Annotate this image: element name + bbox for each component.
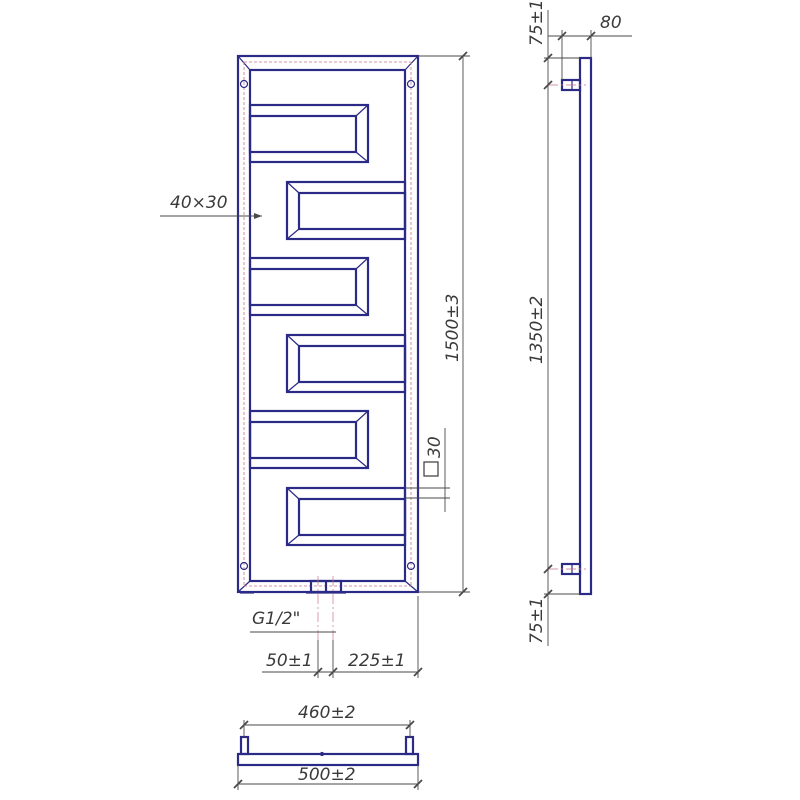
side-offset-top-label: 75±1 [527, 0, 547, 46]
right-box-2 [285, 333, 407, 394]
side-view [548, 56, 593, 596]
front-view [236, 54, 420, 640]
side-offset-bottom-label: 75±1 [527, 597, 547, 644]
inner-frame [248, 68, 407, 583]
side-panel [578, 56, 593, 596]
bottom-plate [236, 752, 420, 767]
profile-leader: 40×30 [160, 193, 262, 219]
total-height-dimension: 1500±3 [418, 51, 470, 597]
left-box-3 [248, 409, 370, 470]
outer-frame [236, 54, 420, 594]
bottom-connector [240, 576, 346, 640]
inlet-offset-label: 225±1 [348, 651, 406, 671]
side-depth-label: 80 [600, 13, 622, 33]
total-width-label: 500±2 [298, 765, 356, 785]
square-icon [423, 461, 439, 477]
square-profile-label: 30 [425, 436, 445, 458]
bottom-offset-dimensions: 50±1 225±1 [262, 596, 423, 678]
left-box-1 [248, 103, 370, 164]
right-box-3 [285, 486, 407, 547]
bottom-view [236, 720, 420, 790]
pipe-profile-label: 40×30 [170, 193, 228, 213]
inner-width-dimension: 460±2 [239, 703, 415, 730]
screw-icon [239, 79, 416, 571]
total-width-dimension: 500±2 [233, 765, 423, 789]
left-box-2 [248, 256, 370, 317]
side-vertical-dimensions: 75±1 1350±2 75±1 [527, 0, 580, 646]
inner-width-label: 460±2 [298, 703, 356, 723]
right-box-1 [285, 180, 407, 241]
inlet-spacing-label: 50±1 [266, 651, 313, 671]
thread-leader: G1/2" [250, 609, 336, 633]
total-height-label: 1500±3 [443, 294, 463, 362]
thread-label: G1/2" [252, 609, 300, 629]
center-distance-label: 1350±2 [527, 296, 547, 364]
side-depth-dimension: 80 [548, 13, 632, 80]
square-profile-marker: 30 [405, 428, 450, 512]
